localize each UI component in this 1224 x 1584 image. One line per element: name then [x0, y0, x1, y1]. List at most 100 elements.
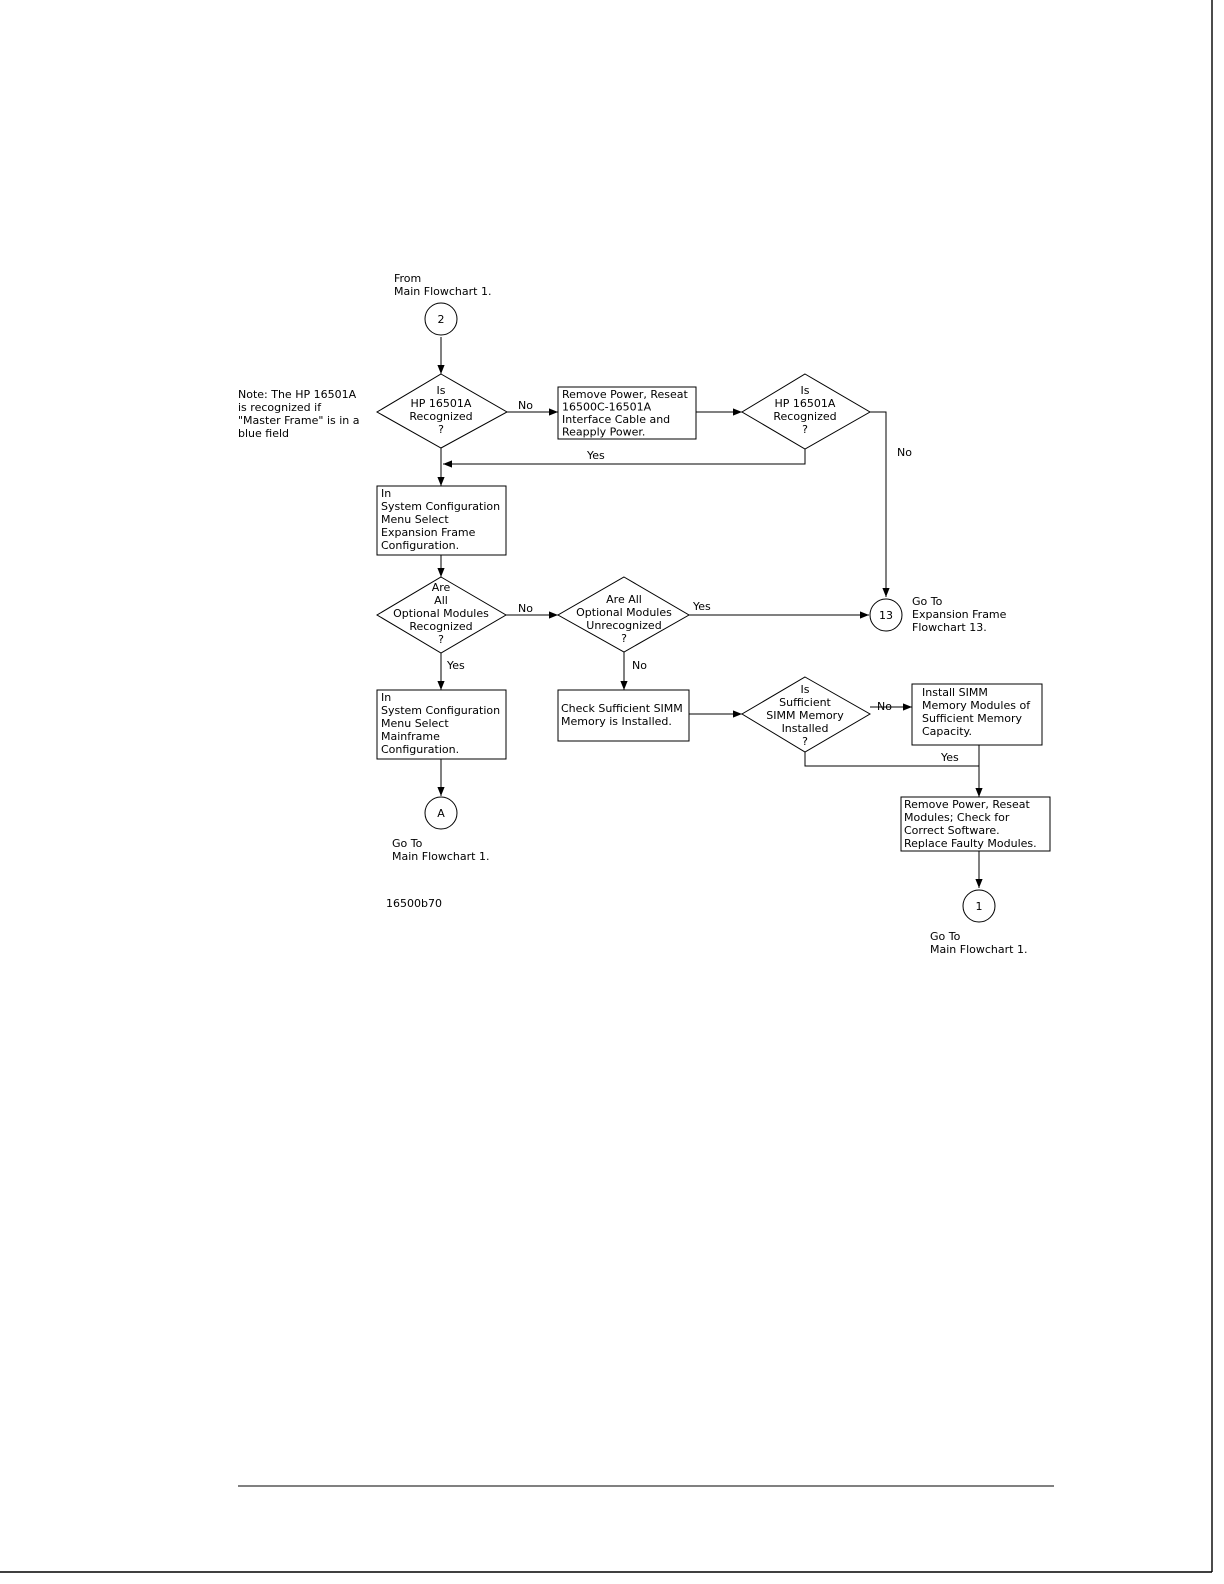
text-line: Install SIMM — [922, 686, 988, 699]
text-line: Modules; Check for — [904, 811, 1010, 824]
text-line: Correct Software. — [904, 824, 1000, 837]
decision-4-no-label: No — [632, 659, 647, 672]
decision-3-no-label: No — [518, 602, 533, 615]
connector-1-label: 1 — [976, 900, 983, 913]
text-line: All — [434, 594, 448, 607]
text-line: Expansion Frame — [912, 608, 1007, 621]
text-line: is recognized if — [238, 401, 322, 414]
text-line: Menu Select — [381, 513, 449, 526]
text-line: In — [381, 691, 391, 704]
text-line: Mainframe — [381, 730, 440, 743]
connector-a-label: A — [437, 807, 445, 820]
text-line: System Configuration — [381, 704, 500, 717]
text-line: 16500C-16501A — [562, 401, 652, 414]
text-line: Memory Modules of — [922, 699, 1031, 712]
text-line: Capacity. — [922, 725, 972, 738]
text-line: Optional Modules — [393, 607, 489, 620]
text-line: In — [381, 487, 391, 500]
decision-5-yes-label: Yes — [940, 751, 959, 764]
text-line: Are All — [606, 593, 642, 606]
text-line: From — [394, 272, 421, 285]
text-line: Check Sufficient SIMM — [561, 702, 683, 715]
text-line: Are — [432, 581, 451, 594]
text-line: Main Flowchart 1. — [930, 943, 1027, 956]
connector-a-circle — [424, 796, 458, 830]
flow-lines — [437, 337, 983, 888]
text-line: ? — [802, 735, 808, 748]
text-line: Memory is Installed. — [561, 715, 672, 728]
text-line: Configuration. — [381, 539, 459, 552]
text-line: Recognized — [409, 620, 472, 633]
decision-4-yes-label: Yes — [692, 600, 711, 613]
text-line: ? — [802, 423, 808, 436]
text-line: Go To — [912, 595, 943, 608]
decision-is-hp16501a-recognized-2 — [741, 373, 872, 450]
box-install-simm-modules — [911, 683, 1043, 746]
decision-3-yes-label: Yes — [446, 659, 465, 672]
text-line: Configuration. — [381, 743, 459, 756]
text-line: blue field — [238, 427, 289, 440]
text-line: ? — [438, 633, 444, 646]
text-line: Note: The HP 16501A — [238, 388, 357, 401]
decision-2-no-label: No — [897, 446, 912, 459]
text-line: Reapply Power. — [562, 426, 645, 439]
text-line: "Master Frame" is in a — [238, 414, 360, 427]
decision-sufficient-simm-installed — [741, 676, 872, 753]
text-line: Go To — [392, 837, 423, 850]
connector-13-label: 13 — [879, 609, 893, 622]
text-line: Is — [801, 384, 810, 397]
decision-all-modules-recognized — [376, 576, 507, 654]
decision-all-modules-unrecognized — [556, 576, 691, 653]
connector-2-label: 2 — [438, 313, 445, 326]
text-line: Remove Power, Reseat — [904, 798, 1031, 811]
text-line: Unrecognized — [586, 619, 661, 632]
text-line: ? — [621, 632, 627, 645]
text-line: Is — [801, 683, 810, 696]
text-line: Optional Modules — [576, 606, 672, 619]
text-line: System Configuration — [381, 500, 500, 513]
text-line: SIMM Memory — [766, 709, 844, 722]
text-line: Interface Cable and — [562, 413, 670, 426]
text-line: Sufficient — [779, 696, 831, 709]
text-line: ? — [438, 423, 444, 436]
text-line: Remove Power, Reseat — [562, 388, 689, 401]
text-line: HP 16501A — [411, 397, 472, 410]
text-line: Menu Select — [381, 717, 449, 730]
decision-5-no-label: No — [877, 700, 892, 713]
connector-1-circle — [962, 889, 996, 923]
text-line: Recognized — [773, 410, 836, 423]
box-check-simm-memory — [557, 689, 690, 742]
decision-1-no-label: No — [518, 399, 533, 412]
box-reseat-interface-cable — [557, 386, 697, 440]
text-line: Sufficient Memory — [922, 712, 1022, 725]
text-line: Is — [437, 384, 446, 397]
text-line: Go To — [930, 930, 961, 943]
connector-13-circle — [869, 598, 903, 632]
box-reseat-modules — [900, 796, 1051, 852]
box-expansion-frame-configuration — [376, 485, 507, 556]
text-line: Replace Faulty Modules. — [904, 837, 1037, 850]
text-line: Recognized — [409, 410, 472, 423]
text-line: Flowchart 13. — [912, 621, 987, 634]
figure-id: 16500b70 — [386, 897, 442, 910]
text-line: Main Flowchart 1. — [394, 285, 491, 298]
text-line: Main Flowchart 1. — [392, 850, 489, 863]
text-line: HP 16501A — [775, 397, 836, 410]
decision-is-hp16501a-recognized-1 — [376, 373, 509, 449]
